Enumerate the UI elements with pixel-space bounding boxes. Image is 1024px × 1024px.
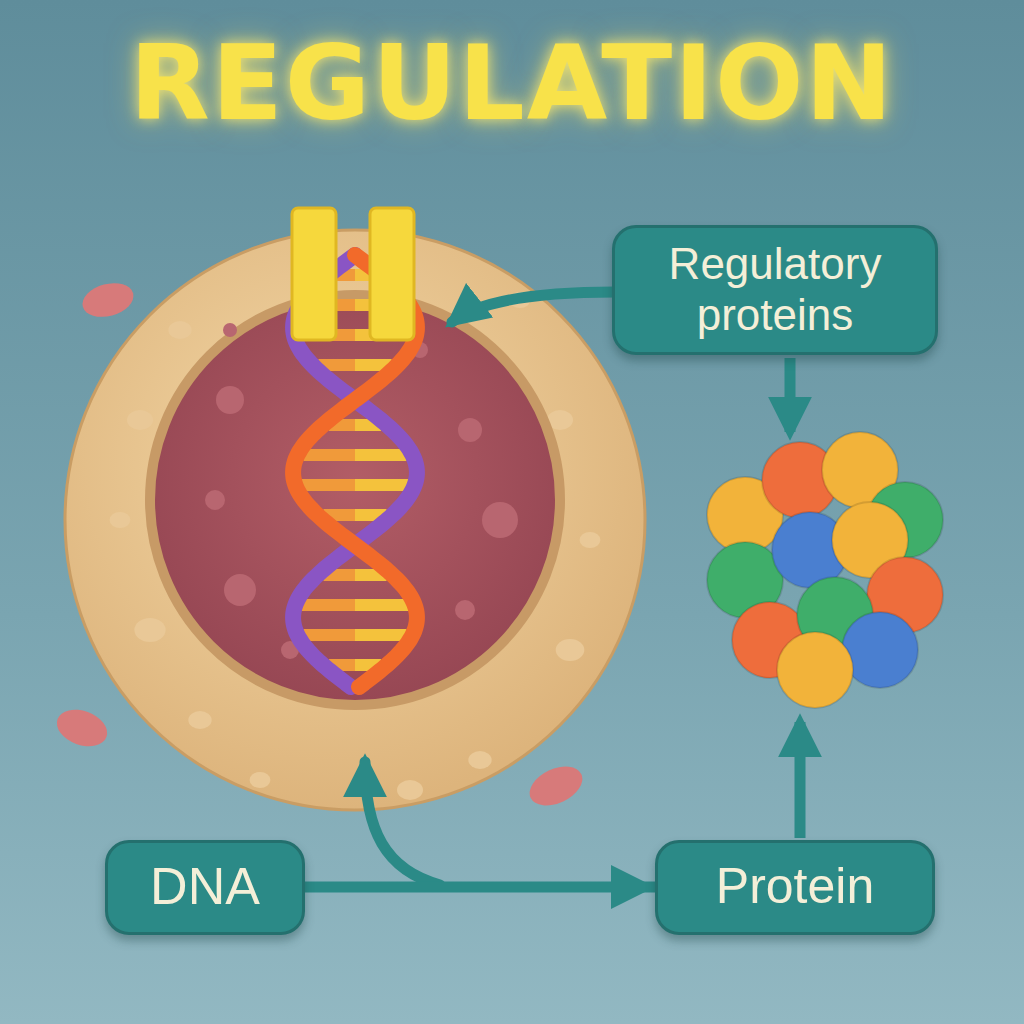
texture-dot: [224, 574, 256, 606]
base-pair: [329, 665, 381, 666]
nucleus-texture: [205, 323, 518, 659]
connector-arrow: [305, 882, 655, 893]
arrow: [452, 292, 615, 322]
node-label: Protein: [716, 858, 874, 916]
base-pair: [323, 515, 386, 516]
texture-dot: [134, 618, 165, 642]
texture-dot: [556, 639, 585, 661]
cell: [65, 230, 645, 810]
nucleus: [150, 295, 560, 705]
base-pair: [303, 455, 406, 456]
base: [355, 479, 409, 491]
particle: [52, 703, 112, 753]
base: [303, 629, 355, 641]
texture-dot: [397, 780, 423, 800]
texture-dot: [482, 502, 518, 538]
base-pair: [301, 485, 408, 486]
texture-dot: [216, 386, 244, 414]
protein-subunit: [777, 632, 853, 708]
texture-dot: [468, 751, 491, 769]
texture-dot: [168, 321, 191, 339]
gate-bar: [292, 208, 336, 340]
arrow: [365, 762, 440, 885]
texture-dot: [205, 490, 225, 510]
texture-dot: [188, 711, 211, 729]
title: REGULATION: [0, 22, 1024, 144]
base: [355, 629, 407, 641]
texture-dot: [110, 512, 131, 528]
gate-bar: [370, 208, 414, 340]
base-pair: [329, 425, 381, 426]
process-box: DNA: [105, 840, 305, 935]
protein-cluster: [707, 432, 943, 708]
process-box: Regulatory proteins: [612, 225, 938, 355]
texture-dot: [455, 600, 475, 620]
base: [355, 449, 407, 461]
texture-dot: [223, 323, 237, 337]
texture-dot: [458, 418, 482, 442]
particle: [523, 759, 588, 813]
arrow: [795, 722, 806, 838]
arrow: [785, 358, 796, 432]
base-pair: [301, 605, 408, 606]
base: [355, 599, 409, 611]
base: [301, 479, 355, 491]
base-pair: [303, 635, 406, 636]
base: [303, 449, 355, 461]
particle: [79, 278, 138, 322]
base-pair: [318, 365, 391, 366]
process-box: Protein: [655, 840, 935, 935]
node-label: Regulatory proteins: [630, 239, 920, 340]
texture-dot: [127, 410, 153, 430]
node-label: DNA: [150, 857, 260, 917]
base-pair: [323, 575, 386, 576]
base: [301, 599, 355, 611]
texture-dot: [250, 772, 271, 788]
texture-dot: [580, 532, 601, 548]
